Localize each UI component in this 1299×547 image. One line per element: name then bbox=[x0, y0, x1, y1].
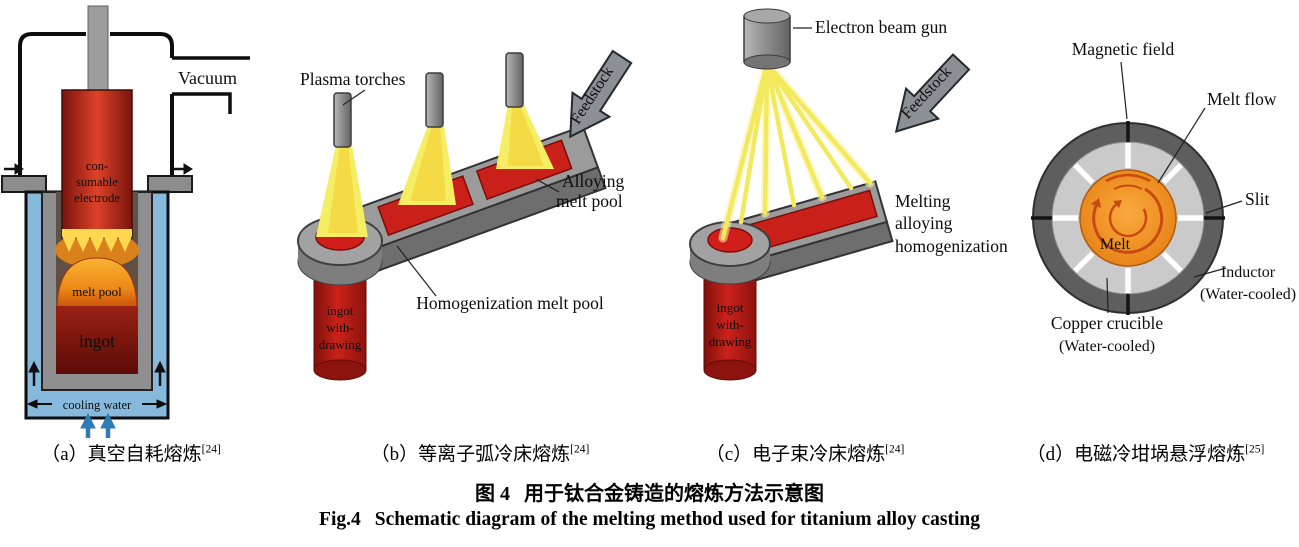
ingot bbox=[56, 306, 138, 374]
figure-number-en: Fig.4 bbox=[319, 509, 361, 530]
water-outlet-arrows bbox=[4, 163, 193, 175]
chamber-outline bbox=[18, 32, 174, 190]
ingot-label-3: drawing bbox=[709, 334, 752, 349]
electrode-stem bbox=[87, 5, 109, 93]
electrode-label-1: con- bbox=[86, 159, 108, 173]
process-label-3: homogenization bbox=[895, 236, 1008, 256]
figure-caption-zh: 图 4 用于钛合金铸造的熔炼方法示意图 bbox=[0, 477, 1299, 506]
melt-swirl-arrows bbox=[1091, 173, 1164, 254]
copper-crucible-label-1: Copper crucible bbox=[1051, 313, 1163, 333]
figure-title-en: Schematic diagram of the melting method … bbox=[374, 509, 980, 530]
leader-line bbox=[535, 178, 560, 193]
plasma-torches-label: Plasma torches bbox=[300, 69, 406, 89]
caption-a-ref: [24] bbox=[201, 443, 221, 456]
leader-line bbox=[342, 89, 366, 106]
vacuum-label: Vacuum bbox=[178, 68, 237, 88]
figure-number-zh: 图 4 bbox=[475, 483, 510, 505]
slit-lines bbox=[1053, 143, 1203, 293]
caption-d: （d）电磁冷坩埚悬浮熔炼[25] bbox=[992, 441, 1299, 469]
leader-line bbox=[396, 245, 437, 297]
melt-pool bbox=[56, 257, 138, 313]
electrode-label-2: sumable bbox=[76, 175, 118, 189]
cooling-water-arrows bbox=[26, 399, 168, 409]
melt-label: Melt bbox=[1100, 236, 1131, 253]
slit-label: Slit bbox=[1245, 189, 1269, 209]
ingot-withdrawing bbox=[703, 277, 757, 381]
leader-line bbox=[1157, 107, 1206, 184]
vacuum-pipe bbox=[172, 56, 250, 114]
withdrawal-mold bbox=[689, 221, 771, 285]
consumable-electrode bbox=[61, 89, 133, 239]
arc-zigzag bbox=[62, 229, 132, 252]
caption-b-ref: [24] bbox=[570, 443, 590, 456]
caption-d-ref: [25] bbox=[1245, 443, 1265, 456]
panel-c-electron-beam-melting: ingot with- drawing Electron beam gun Fe… bbox=[689, 8, 1008, 381]
caption-a-text: （a）真空自耗熔炼 bbox=[41, 444, 202, 465]
melt-pool-label: melt pool bbox=[72, 284, 122, 299]
process-label-1: Melting bbox=[895, 191, 951, 211]
inductor-label-1: Inductor bbox=[1221, 264, 1276, 281]
electron-beams bbox=[718, 59, 875, 243]
feedstock-arrow bbox=[894, 53, 971, 133]
caption-d-text: （d）电磁冷坩埚悬浮熔炼 bbox=[1026, 444, 1246, 465]
leader-line bbox=[1193, 267, 1227, 278]
alloying-label-2: melt pool bbox=[556, 191, 623, 211]
feedstock-arrow bbox=[569, 49, 633, 139]
ingot-label: ingot bbox=[79, 331, 115, 351]
inductor-label-2: (Water-cooled) bbox=[1200, 286, 1296, 303]
panel-d-cold-crucible-levitation: Melt Magnetic field Melt flow Slit Induc… bbox=[1031, 39, 1296, 355]
water-inlet-arrows bbox=[80, 412, 116, 438]
figure-title-zh: 用于钛合金铸造的熔炼方法示意图 bbox=[524, 483, 824, 505]
magnetic-field-lines bbox=[1031, 121, 1225, 315]
ingot-label-1: ingot bbox=[327, 303, 354, 318]
caption-c-text: （c）电子束冷床熔炼 bbox=[705, 444, 886, 465]
homogenization-label: Homogenization melt pool bbox=[416, 293, 604, 313]
leader-line bbox=[1120, 61, 1128, 120]
caption-b: （b）等离子弧冷床熔炼[24] bbox=[320, 441, 640, 469]
leader-line bbox=[1205, 200, 1243, 214]
crucible-flange-left bbox=[1, 175, 47, 193]
alloying-label-1: Alloying bbox=[562, 171, 624, 191]
caption-b-text: （b）等离子弧冷床熔炼 bbox=[370, 444, 571, 465]
panel-b-plasma-arc-melting: ingot with- drawing Feedstock Plasma tor… bbox=[297, 49, 633, 381]
ingot-label-2: with- bbox=[716, 317, 743, 332]
electron-beam-gun bbox=[743, 8, 791, 70]
caption-c-ref: [24] bbox=[885, 443, 905, 456]
plasma-torches bbox=[333, 52, 524, 148]
copper-crucible-label-2: (Water-cooled) bbox=[1059, 338, 1155, 355]
plasma-torch-1 bbox=[333, 92, 352, 148]
caption-c: （c）电子束冷床熔炼[24] bbox=[650, 441, 960, 469]
panel-a-vacuum-arc-remelting: Vacuum con- sumable electrode melt pool … bbox=[1, 5, 250, 438]
process-label-2: alloying bbox=[895, 213, 953, 233]
plasma-torch-3 bbox=[505, 52, 524, 108]
electrode-label-3: electrode bbox=[74, 191, 120, 205]
ingot-withdrawing bbox=[313, 274, 367, 381]
ingot-label-2: with- bbox=[326, 320, 353, 335]
ingot-label-1: ingot bbox=[717, 300, 744, 315]
water-flow-arrows-side bbox=[28, 360, 166, 386]
melt-flow-label: Melt flow bbox=[1207, 89, 1277, 109]
leader-line bbox=[1106, 277, 1109, 314]
mold-melt-pool bbox=[707, 227, 753, 253]
crucible-flange-right bbox=[147, 175, 193, 193]
caption-a: （a）真空自耗熔炼[24] bbox=[0, 441, 262, 469]
cooling-water-label: cooling water bbox=[63, 398, 132, 412]
plasma-arcs bbox=[316, 105, 554, 237]
plasma-torch-2 bbox=[425, 72, 444, 128]
magnetic-field-label: Magnetic field bbox=[1072, 39, 1175, 59]
figure-caption-en: Fig.4 Schematic diagram of the melting me… bbox=[0, 509, 1299, 531]
electron-beam-gun-label: Electron beam gun bbox=[815, 17, 947, 37]
ingot-label-3: drawing bbox=[319, 337, 362, 352]
